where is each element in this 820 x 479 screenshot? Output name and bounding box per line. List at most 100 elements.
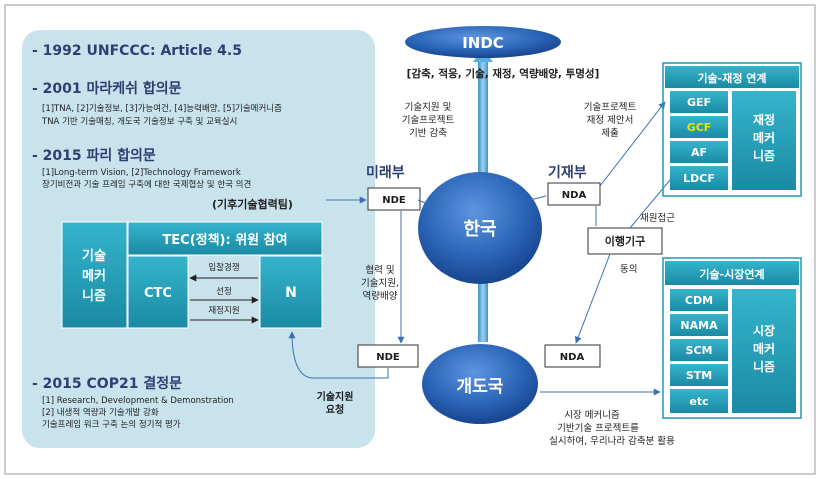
finance-side-line2: 메커	[753, 130, 775, 145]
heading-2015-cop21: - 2015 COP21 결정문	[32, 375, 182, 392]
nda-bottom-box	[544, 344, 601, 368]
ctc-text: CTC	[144, 286, 172, 301]
developing-ellipse	[422, 344, 538, 424]
nde-bottom-box	[357, 344, 419, 368]
nda-top-box	[547, 182, 601, 206]
finance-item-ldcf	[670, 166, 728, 190]
detail-cop21-line3: 기술프레임 워크 구축 논의 정기적 평가	[42, 419, 181, 430]
market-side-box	[732, 289, 796, 413]
tec-header-box	[127, 221, 323, 256]
coop-text-3: 역량배양	[363, 290, 398, 302]
market-item-scm-text: SCM	[686, 344, 713, 357]
detail-2001-line1: [1]TNA, [2]기술정보, [3]가능여건, [4]능력배양, [5]기술…	[42, 103, 282, 114]
climate-tech-team-label: (기후기술협력팀)	[212, 197, 293, 211]
market-item-etc	[670, 389, 728, 413]
finance-side-line3: 니즘	[753, 148, 775, 163]
ctc-box	[127, 255, 189, 329]
arrow-label-fund: 재정지원	[208, 305, 239, 316]
developing-text: 개도국	[457, 377, 504, 397]
market-item-scm	[670, 339, 728, 361]
market-panel-frame	[662, 257, 802, 419]
nda-top-text: NDA	[562, 190, 587, 201]
market-item-cdm	[670, 289, 728, 311]
mosf-label: 기재부	[548, 165, 587, 181]
arrow-nde-to-korea	[417, 199, 429, 205]
finance-item-gef	[670, 91, 728, 113]
detail-paris-line1: [1]Long-term Vision, [2]Technology Frame…	[42, 168, 241, 178]
nda-bottom-text: NDA	[560, 352, 585, 363]
tech-mech-line2: 메커	[82, 269, 106, 284]
support-text-1: 기술지원 및	[405, 101, 452, 113]
market-side-line1: 시장	[753, 324, 775, 338]
arrow-nde-to-n	[288, 331, 389, 379]
bottom-text-3: 실시하여, 우리나라 감축분 활용	[549, 435, 675, 447]
heading-1992-unfccc: - 1992 UNFCCC: Article 4.5	[32, 43, 242, 59]
n-box-text: N	[285, 285, 297, 301]
fund-access-label: 재원접근	[640, 212, 675, 224]
bottom-text-1: 시장 메커니즘	[564, 410, 620, 421]
nde-top-box	[367, 187, 421, 211]
nde-bottom-text: NDE	[376, 352, 400, 363]
indc-subtext: [감축, 적응, 기술, 재정, 역량배양, 투명성]	[407, 67, 600, 80]
market-item-nama	[670, 314, 728, 336]
market-item-etc-text: etc	[689, 395, 708, 408]
market-side-line2: 메커	[753, 341, 775, 356]
detail-2001-line2: TNA 기반 기술매칭, 개도국 기술정보 구축 및 교육실시	[41, 116, 237, 127]
arrow-korea-to-nda	[529, 195, 547, 201]
finance-side-line1: 재정	[753, 112, 775, 127]
support-text-2: 기술프로젝트	[402, 115, 455, 126]
msip-label: 미래부	[366, 165, 405, 181]
finance-header-text: 기술-재정 연계	[697, 71, 766, 85]
nde-top-text: NDE	[382, 195, 406, 206]
implementing-agency-text: 이행기구	[605, 234, 645, 248]
market-item-cdm-text: CDM	[685, 294, 713, 307]
finance-item-af	[670, 141, 728, 163]
arrow-label-bid: 입찰경쟁	[208, 262, 239, 273]
request-text-2: 요청	[326, 403, 344, 416]
tech-mech-line3: 니즘	[82, 289, 106, 304]
finance-item-ldcf-text: LDCF	[683, 172, 715, 185]
arrow-nda-to-finance	[599, 101, 666, 187]
heading-2001-marrakesh: - 2001 마라케쉬 합의문	[32, 80, 182, 97]
finance-item-gcf	[670, 116, 728, 138]
detail-paris-line2: 장기비전과 기술 프레임 구축에 대한 국제협상 및 한국 의견	[42, 179, 251, 190]
finance-item-gcf-text: GCF	[687, 121, 712, 134]
detail-cop21-line1: [1] Research, Development & Demonstratio…	[42, 396, 234, 406]
project-text-3: 제출	[601, 128, 619, 139]
support-text-3: 기반 감축	[409, 127, 447, 139]
n-box	[259, 255, 323, 329]
finance-item-af-text: AF	[691, 146, 707, 159]
indc-text: INDC	[462, 34, 504, 52]
finance-header-box	[665, 66, 799, 88]
korea-ellipse	[418, 172, 542, 284]
agree-label: 동의	[620, 264, 637, 275]
market-item-stm	[670, 364, 728, 386]
bottom-text-2: 기반기술 프로젝트를	[557, 423, 639, 434]
indc-ellipse	[405, 26, 561, 58]
market-header-text: 기술-시장연계	[699, 267, 764, 281]
arrow-label-select: 선정	[216, 286, 232, 297]
market-header-box	[665, 261, 799, 285]
tech-mech-line1: 기술	[82, 249, 106, 264]
coop-text-1: 협력 및	[365, 264, 394, 276]
coop-text-2: 기술지원,	[361, 278, 399, 289]
implementing-agency-box	[587, 227, 663, 255]
project-text-1: 기술프로젝트	[584, 102, 637, 113]
heading-2015-paris: - 2015 파리 합의문	[32, 147, 156, 164]
market-item-nama-text: NAMA	[680, 319, 718, 332]
project-text-2: 재정 제안서	[587, 115, 634, 126]
market-side-line3: 니즘	[753, 359, 775, 374]
korea-text: 한국	[463, 219, 496, 240]
market-item-stm-text: STM	[686, 369, 712, 382]
detail-cop21-line2: [2] 내생적 역량과 기술개발 강화	[42, 407, 159, 418]
finance-side-box	[732, 91, 796, 190]
tech-mechanism-box	[61, 221, 128, 329]
arrow-agency-to-nda	[574, 253, 611, 344]
request-text-1: 기술지원	[317, 390, 354, 403]
finance-item-gef-text: GEF	[687, 96, 711, 109]
finance-panel-frame	[662, 62, 802, 197]
tec-header-text: TEC(정책): 위원 참여	[162, 232, 287, 248]
outer-frame	[4, 4, 816, 475]
